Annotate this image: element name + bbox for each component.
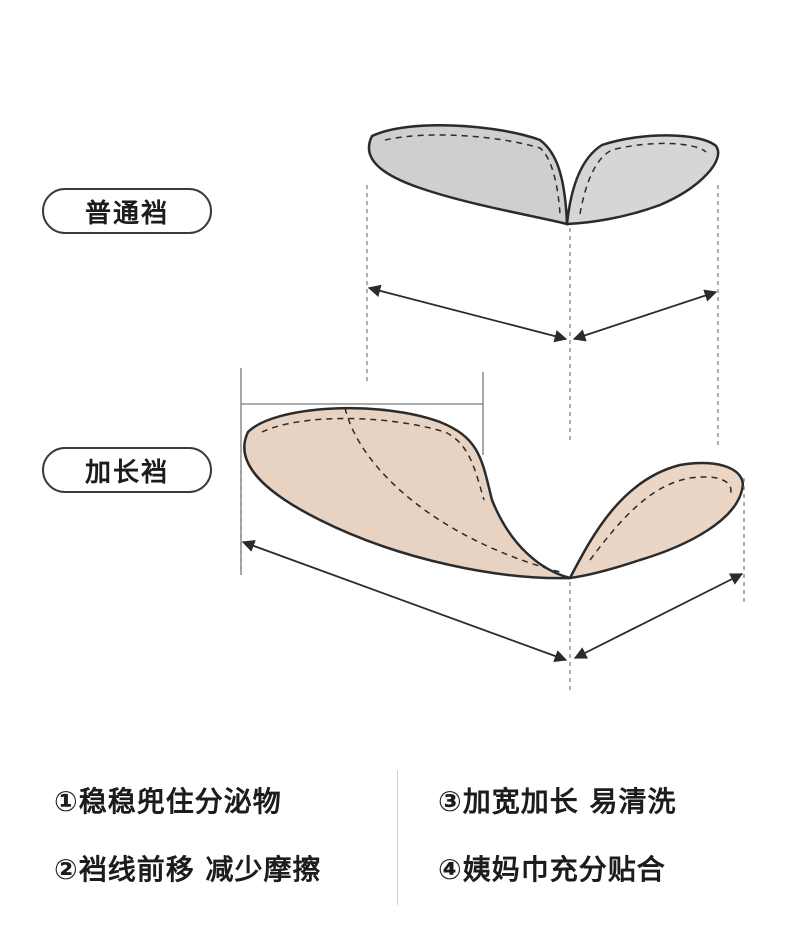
normal-guides bbox=[366, 185, 719, 445]
feature-1: ①稳稳兜住分泌物 bbox=[54, 785, 282, 818]
feature-2: ②裆线前移 减少摩擦 bbox=[54, 853, 322, 886]
normal-width-arrows bbox=[367, 284, 718, 343]
normal-crotch-illustration bbox=[367, 124, 720, 226]
features-divider bbox=[397, 770, 398, 905]
extended-guides bbox=[240, 470, 745, 690]
extended-crotch-label: 加长裆 bbox=[42, 447, 212, 493]
extended-width-arrows bbox=[241, 539, 744, 663]
extended-crotch-illustration bbox=[243, 406, 745, 580]
crotch-comparison-diagram bbox=[240, 124, 745, 690]
feature-3: ③加宽加长 易清洗 bbox=[438, 785, 677, 818]
normal-crotch-label: 普通裆 bbox=[42, 188, 212, 234]
feature-4: ④姨妈巾充分贴合 bbox=[438, 853, 666, 886]
